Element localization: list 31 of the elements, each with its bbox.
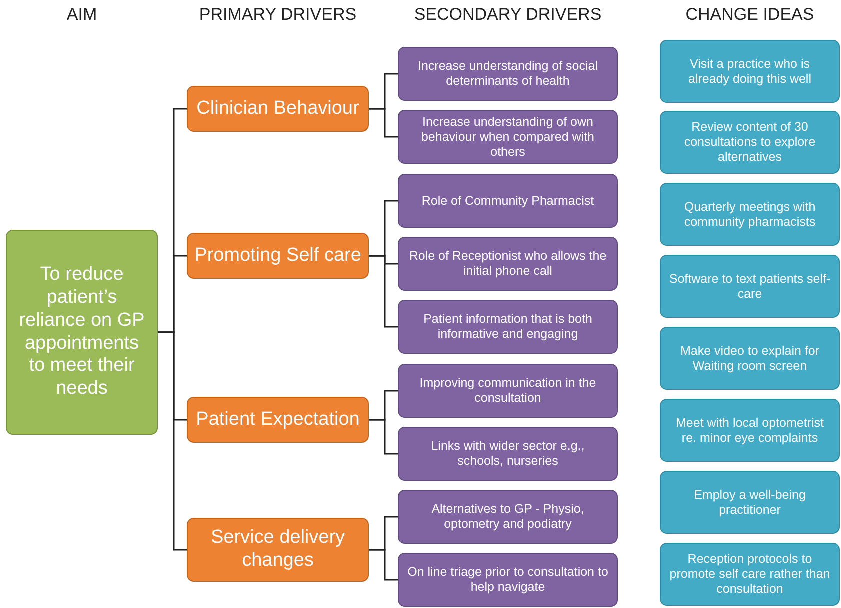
change-idea-box: Employ a well-being practitioner: [660, 471, 840, 534]
connector-line: [369, 549, 398, 581]
change-idea-box: Reception protocols to promote self care rather than consultation: [660, 543, 840, 606]
change-idea-box: Make video to explain for Waiting room screen: [660, 327, 840, 390]
secondary-driver-box: Increase understanding of own behaviour when compared with others: [398, 110, 618, 164]
secondary-driver-box: Patient information that is both informative and engaging: [398, 300, 618, 354]
column-heading: CHANGE IDEAS: [686, 5, 814, 25]
secondary-driver-box: Role of Receptionist who allows the initial phone call: [398, 237, 618, 291]
primary-driver-box: Clinician Behaviour: [187, 86, 369, 132]
secondary-driver-box: On line triage prior to consultation to help navigate: [398, 553, 618, 607]
primary-driver-box: Promoting Self care: [187, 233, 369, 279]
change-idea-box: Software to text patients self-care: [660, 255, 840, 318]
column-heading: PRIMARY DRIVERS: [199, 5, 357, 25]
secondary-driver-box: Alternatives to GP - Physio, optometry and podiatry: [398, 490, 618, 544]
secondary-driver-box: Increase understanding of social determinants of health: [398, 47, 618, 101]
secondary-driver-box: Improving communication in the consultation: [398, 364, 618, 418]
connector-line: [369, 255, 398, 328]
change-idea-box: Quarterly meetings with community pharmacists: [660, 183, 840, 246]
primary-driver-box: Patient Expectation: [187, 397, 369, 443]
change-idea-box: Visit a practice who is already doing this well: [660, 40, 840, 103]
secondary-driver-box: Links with wider sector e.g., schools, nurseries: [398, 427, 618, 481]
connector-line: [369, 419, 398, 455]
column-heading: AIM: [66, 5, 98, 25]
secondary-driver-box: Role of Community Pharmacist: [398, 174, 618, 228]
aim-box: To reduce patient’s reliance on GP appointments to meet their needs: [6, 230, 158, 435]
column-heading: SECONDARY DRIVERS: [414, 5, 602, 25]
primary-driver-box: Service delivery changes: [187, 518, 369, 582]
connector-line: [369, 108, 398, 138]
change-idea-box: Meet with local optometrist re. minor eye complaints: [660, 399, 840, 462]
change-idea-box: Review content of 30 consultations to explore alternatives: [660, 111, 840, 174]
connector-line: [158, 332, 187, 551]
